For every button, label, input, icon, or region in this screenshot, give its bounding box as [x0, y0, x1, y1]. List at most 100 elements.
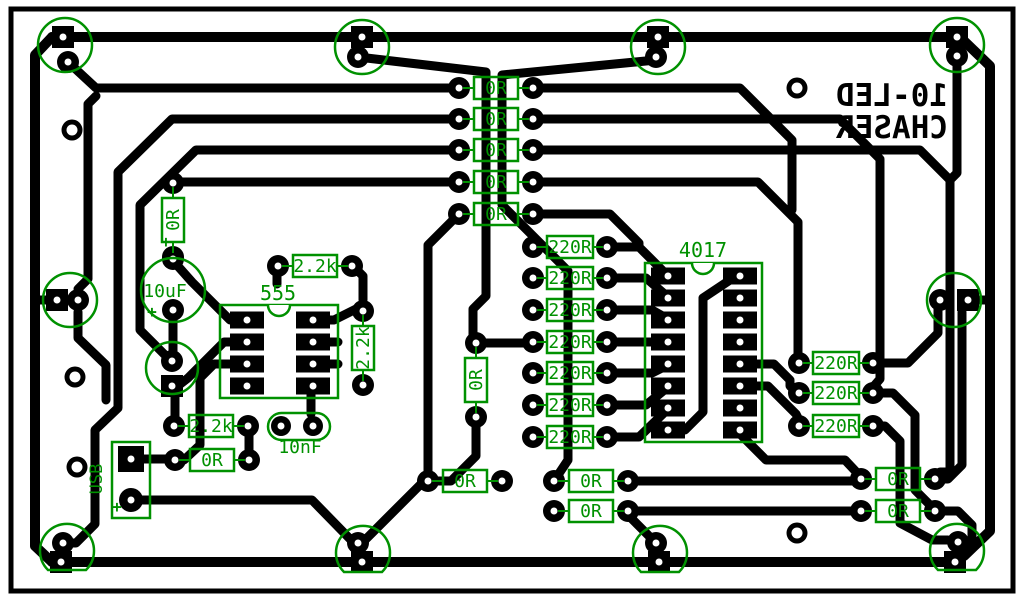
resistor-label: 220R: [814, 353, 858, 374]
capacitor-outline: [139, 256, 207, 324]
pad-hole: [309, 422, 317, 430]
pad-hole: [309, 338, 317, 346]
resistor-label: 0R: [485, 140, 507, 161]
pad-hole: [664, 272, 672, 280]
pad-hole: [795, 422, 803, 430]
led-outline: [334, 524, 392, 574]
polarity-plus-mark: +: [112, 497, 122, 516]
pad-hole: [664, 426, 672, 434]
pad-hole: [243, 382, 251, 390]
pad-hole: [664, 294, 672, 302]
resistor-outline: [472, 169, 520, 195]
pad-hole: [169, 179, 177, 187]
pad-hole: [624, 507, 632, 515]
pad-hole: [529, 115, 537, 123]
resistor-outline: [874, 466, 922, 492]
copper-trace: [731, 425, 866, 482]
resistor-label: 0R: [580, 501, 602, 522]
pad-hole: [652, 53, 660, 61]
pad-hole: [664, 404, 672, 412]
resistor-label: 2.2k: [189, 416, 233, 437]
resistor-outline: [811, 350, 861, 376]
pad-hole: [74, 296, 82, 304]
resistor-outline: [350, 324, 376, 372]
copper-trace: [423, 209, 464, 486]
pad-hole: [171, 456, 179, 464]
resistor-outline: [188, 447, 236, 473]
pad-hole: [857, 507, 865, 515]
pad-hole: [309, 382, 317, 390]
resistor-label: 0R: [887, 469, 909, 490]
pad-hole: [359, 381, 367, 389]
pad-hole: [358, 33, 366, 41]
copper-trace: [528, 83, 797, 215]
mounting-hole-bore: [791, 82, 803, 94]
pad-hole: [736, 382, 744, 390]
pad-hole: [59, 33, 67, 41]
led-outline: [36, 16, 94, 74]
pad-hole: [964, 296, 972, 304]
resistor-outline: [545, 424, 595, 450]
resistor-outline: [545, 360, 595, 386]
copper-trace: [357, 476, 429, 548]
pad-hole: [736, 272, 744, 280]
board-title-line2: CHASER: [836, 110, 948, 146]
pad-hole: [857, 475, 865, 483]
board-outline: [8, 6, 1016, 594]
resistor-outline: [441, 468, 489, 494]
pad-hole: [245, 456, 253, 464]
pad-hole: [603, 274, 611, 282]
pad-hole: [664, 338, 672, 346]
resistor-outline: [472, 201, 520, 227]
pad-hole: [424, 477, 432, 485]
resistor-outline: [472, 137, 520, 163]
pad-hole: [529, 210, 537, 218]
resistor-outline: [160, 196, 186, 244]
pad-hole: [529, 401, 537, 409]
pad-hole: [529, 146, 537, 154]
pad-hole: [359, 307, 367, 315]
pad-hole: [309, 316, 317, 324]
pad-hole: [358, 558, 366, 566]
pad-hole: [736, 404, 744, 412]
pad-hole: [550, 477, 558, 485]
resistor-outline: [811, 413, 861, 439]
pad-hole: [57, 558, 65, 566]
pad-hole: [953, 33, 961, 41]
pad-hole: [127, 455, 135, 463]
pad-hole: [664, 360, 672, 368]
pad-hole: [309, 360, 317, 368]
copper-trace: [945, 51, 962, 185]
resistor-label: 0R: [201, 450, 223, 471]
pad-hole: [455, 210, 463, 218]
resistor-outline: [545, 265, 595, 291]
resistor-label: 0R: [466, 369, 487, 391]
board-title-line1: 10-LED: [836, 78, 948, 114]
pad-hole: [529, 243, 537, 251]
pad-hole: [795, 389, 803, 397]
pad-hole: [168, 382, 176, 390]
ic-notch: [266, 304, 292, 318]
pad-hole: [472, 339, 480, 347]
resistor-label: 220R: [814, 383, 858, 404]
pad-hole: [455, 178, 463, 186]
pad-hole: [170, 422, 178, 430]
led-outline: [928, 522, 986, 572]
resistor-label: 2.2k: [293, 256, 337, 277]
copper-trace: [73, 91, 101, 294]
resistor-outline: [472, 75, 520, 101]
pad-hole: [664, 316, 672, 324]
resistor-label: 0R: [887, 501, 909, 522]
resistor-outline: [567, 498, 615, 524]
resistor-label: 220R: [548, 237, 592, 258]
pad-hole: [869, 359, 877, 367]
usb-outline: [110, 440, 152, 520]
pad-hole: [243, 360, 251, 368]
pad-hole: [603, 338, 611, 346]
pad-hole: [529, 433, 537, 441]
pad-hole: [736, 294, 744, 302]
resistor-outline: [567, 468, 615, 494]
pad-hole: [652, 539, 660, 547]
pad-hole: [455, 115, 463, 123]
